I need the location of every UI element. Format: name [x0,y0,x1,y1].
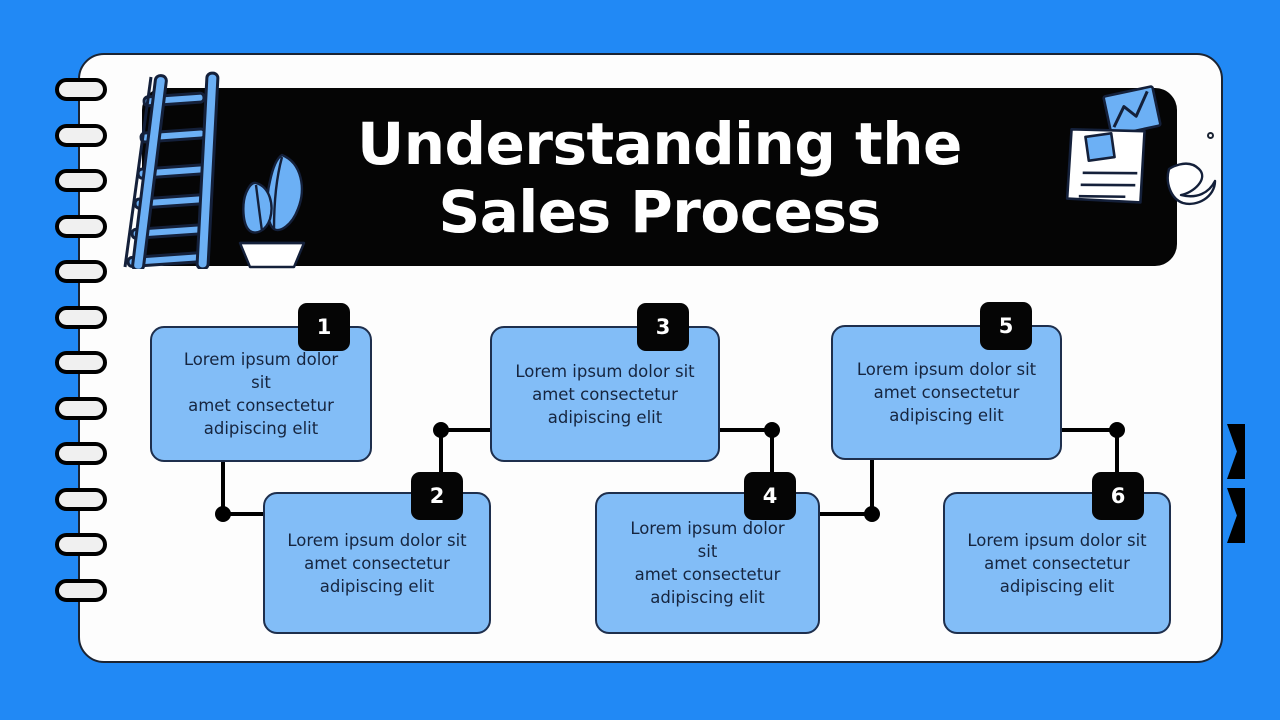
edge-ribbon-top [1227,424,1245,479]
step-badge-2: 2 [411,472,463,520]
spiral-ring [55,123,107,147]
spiral-ring [55,442,107,465]
page-title: Understanding the Sales Process [142,110,1177,246]
spiral-ring [55,305,107,329]
step-card-1-text: Lorem ipsum dolor sit amet consectetur a… [183,350,339,438]
process-flow-diagram: Lorem ipsum dolor sit amet consectetur a… [80,55,1221,661]
edge-ribbon-bottom [1227,488,1245,543]
spiral-ring [55,533,107,556]
step-badge-6-number: 6 [1110,484,1126,508]
page-title-line-1: Understanding the [357,110,962,178]
notebook-page: Understanding the Sales Process [78,53,1223,663]
spiral-ring [55,260,107,283]
spiral-ring [55,578,107,602]
spiral-ring [55,78,107,101]
spiral-ring [55,396,107,420]
spiral-ring [55,487,107,511]
flow-connectors [215,422,1125,522]
small-circle-dot-icon [1207,132,1214,139]
step-badge-6: 6 [1092,472,1144,520]
step-badge-5-number: 5 [998,314,1014,338]
step-badge-4-number: 4 [762,484,778,508]
step-badge-4: 4 [744,472,796,520]
step-card-5-text: Lorem ipsum dolor sit amet consectetur a… [856,360,1037,425]
page-title-line-2: Sales Process [438,178,881,246]
step-card-6-text: Lorem ipsum dolor sit amet consectetur a… [967,530,1147,596]
step-card-3-text: Lorem ipsum dolor sit amet consectetur a… [515,361,695,427]
spiral-ring [55,214,107,238]
step-card-2-text: Lorem ipsum dolor sit amet consectetur a… [287,530,467,596]
step-badge-1: 1 [298,303,350,351]
step-card-5[interactable]: Lorem ipsum dolor sit amet consectetur a… [831,325,1062,460]
step-badge-3-number: 3 [655,315,671,339]
step-badge-1-number: 1 [316,315,332,339]
step-badge-3: 3 [637,303,689,351]
header-banner: Understanding the Sales Process [142,88,1177,266]
step-badge-2-number: 2 [429,484,445,508]
step-card-4-text: Lorem ipsum dolor sit amet consectetur a… [630,519,785,607]
step-badge-5: 5 [980,302,1032,350]
spiral-ring [55,169,107,192]
spiral-ring [55,351,107,374]
